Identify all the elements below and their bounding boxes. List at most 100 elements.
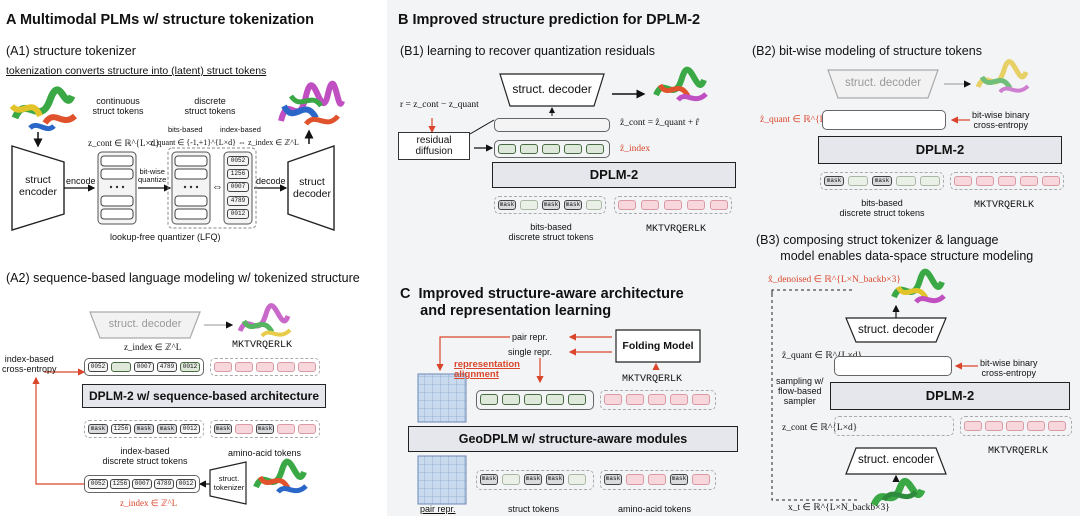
r-equation: r = z_cont − z_quant	[400, 100, 479, 110]
b1-dplm2-bar: DPLM-2	[492, 162, 736, 188]
aa-tokens-label: amino-acid tokens	[618, 504, 692, 514]
a2-in-aa-tray	[210, 420, 320, 438]
aa-token	[687, 200, 705, 210]
token	[524, 394, 542, 405]
token: 1256	[111, 424, 131, 434]
b3-sequence: MKTVRQERLK	[988, 446, 1049, 457]
sampling-label: sampling w/ flow-based sampler	[776, 376, 824, 406]
protein-structure-icon	[870, 477, 926, 507]
b2-in-tray	[820, 172, 944, 190]
pair-repr-bottom-label: pair repr.	[420, 504, 456, 514]
c-aa-top-tray	[600, 390, 716, 410]
panel-a: A Multimodal PLMs w/ structure tokenizat…	[0, 0, 386, 516]
protein-structure-icon	[253, 458, 308, 494]
aa-token	[985, 421, 1003, 431]
b3-decoder-label: struct. decoder	[857, 324, 935, 336]
aa-token	[214, 362, 232, 372]
panel-c-title: C Improved structure-aware architecture …	[400, 286, 684, 319]
b3-title: (B3) composing struct tokenizer & langua…	[756, 233, 1034, 263]
aa-token	[954, 176, 972, 186]
panel-a-drawing: ⇔	[9, 80, 345, 505]
token	[568, 474, 586, 485]
z-index-label: ẑ_index	[620, 144, 651, 154]
token	[498, 144, 516, 154]
b2-title: (B2) bit-wise modeling of structure toke…	[752, 44, 982, 58]
token: mask	[542, 200, 560, 210]
aa-token: mask	[670, 474, 688, 485]
struct-encoder-shape	[11, 145, 65, 231]
b3-encoder-label: struct. encoder	[857, 454, 935, 466]
panel-b-title: B Improved structure prediction for DPLM…	[398, 12, 701, 28]
a2-main-bar: DPLM-2 w/ sequence-based architecture	[82, 384, 326, 408]
token	[480, 394, 498, 405]
c-aa-tray	[600, 470, 716, 490]
aa-token: mask	[256, 424, 274, 434]
z-quant-math: z_quant ∈ {-1,+1}^{L×d} ⇔ z_index ∈ ℤ^L	[150, 138, 299, 147]
b2-bitwise-ce: bit-wise binary cross-entropy	[972, 110, 1030, 130]
token	[564, 144, 582, 154]
single-repr-label: single repr.	[508, 347, 553, 357]
aa-token	[641, 200, 659, 210]
pair-repr-label: pair repr.	[512, 332, 548, 342]
c-struct-tray	[476, 470, 594, 490]
b3-bitwise-ce: bit-wise binary cross-entropy	[980, 358, 1038, 378]
aa-token	[670, 394, 688, 405]
aa-token	[626, 474, 644, 485]
index-tokens-label: index-based discrete struct tokens	[102, 446, 188, 466]
x-denoised: x̂_denoised ∈ ℝ^{L×N_backb×3}	[768, 275, 901, 285]
token: mask	[157, 424, 177, 434]
a2-bottom-tray	[84, 475, 200, 493]
token: mask	[872, 176, 892, 186]
index-token: 4789	[227, 196, 249, 206]
protein-structure-icon	[975, 59, 1030, 94]
aa-token	[1006, 421, 1024, 431]
aa-token	[277, 362, 295, 372]
struct-tokens-label: struct tokens	[508, 504, 560, 514]
bits-based-label: bits-based	[168, 125, 203, 134]
aa-token	[1027, 421, 1045, 431]
token: 4789	[157, 362, 177, 372]
b1-index-tray	[494, 140, 610, 158]
lfq-label: lookup-free quantizer (LFQ)	[110, 232, 221, 242]
b3-bits-tray	[834, 356, 952, 376]
decode-label: decode	[256, 176, 286, 186]
b3-dplm2-bar: DPLM-2	[830, 382, 1070, 410]
z-cont-equation: ẑ_cont = ẑ_quant + r̂	[620, 118, 699, 128]
protein-structure-icon	[237, 303, 292, 338]
svg-text:⇔: ⇔	[212, 181, 223, 193]
struct-decoder-label: struct decoder	[293, 176, 331, 200]
token	[586, 144, 604, 154]
token	[896, 176, 916, 186]
panel-a-title: A Multimodal PLMs w/ structure tokenizat…	[6, 12, 315, 28]
b1-sequence: MKTVRQERLK	[646, 224, 707, 235]
a2-title: (A2) sequence-based language modeling w/…	[6, 271, 360, 285]
b2-bits-label: bits-based discrete struct tokens	[839, 198, 925, 218]
bitwise-quantize-label: bit-wise quantize	[138, 167, 167, 184]
token: mask	[88, 424, 108, 434]
folding-model-box: Folding Model	[622, 340, 694, 352]
rep-align-label: representation alignment	[454, 359, 520, 380]
token: 0012	[180, 424, 200, 434]
aa-token	[1020, 176, 1038, 186]
token: mask	[564, 200, 582, 210]
token: 0012	[176, 479, 196, 489]
token	[502, 394, 520, 405]
aa-tokens-label: amino-acid tokens	[228, 448, 302, 458]
aa-token: mask	[604, 474, 622, 485]
b1-decoder-label: struct. decoder	[512, 82, 592, 96]
protein-structure-icon	[653, 66, 708, 102]
token: 0007	[132, 479, 152, 489]
index-ce-label: index-based cross-entropy	[2, 354, 57, 374]
aa-token	[604, 394, 622, 405]
protein-structure-icon	[278, 80, 345, 126]
b1-bits-label: bits-based discrete struct tokens	[508, 222, 594, 242]
b1-title: (B1) learning to recover quantization re…	[400, 44, 655, 58]
index-token: 1256	[227, 169, 249, 179]
b2-dplm2-bar: DPLM-2	[818, 136, 1062, 164]
token	[920, 176, 940, 186]
aa-token	[235, 362, 253, 372]
token	[542, 144, 560, 154]
protein-structure-icon	[891, 268, 946, 304]
geodplm-bar: GeoDPLM w/ structure-aware modules	[408, 426, 738, 452]
